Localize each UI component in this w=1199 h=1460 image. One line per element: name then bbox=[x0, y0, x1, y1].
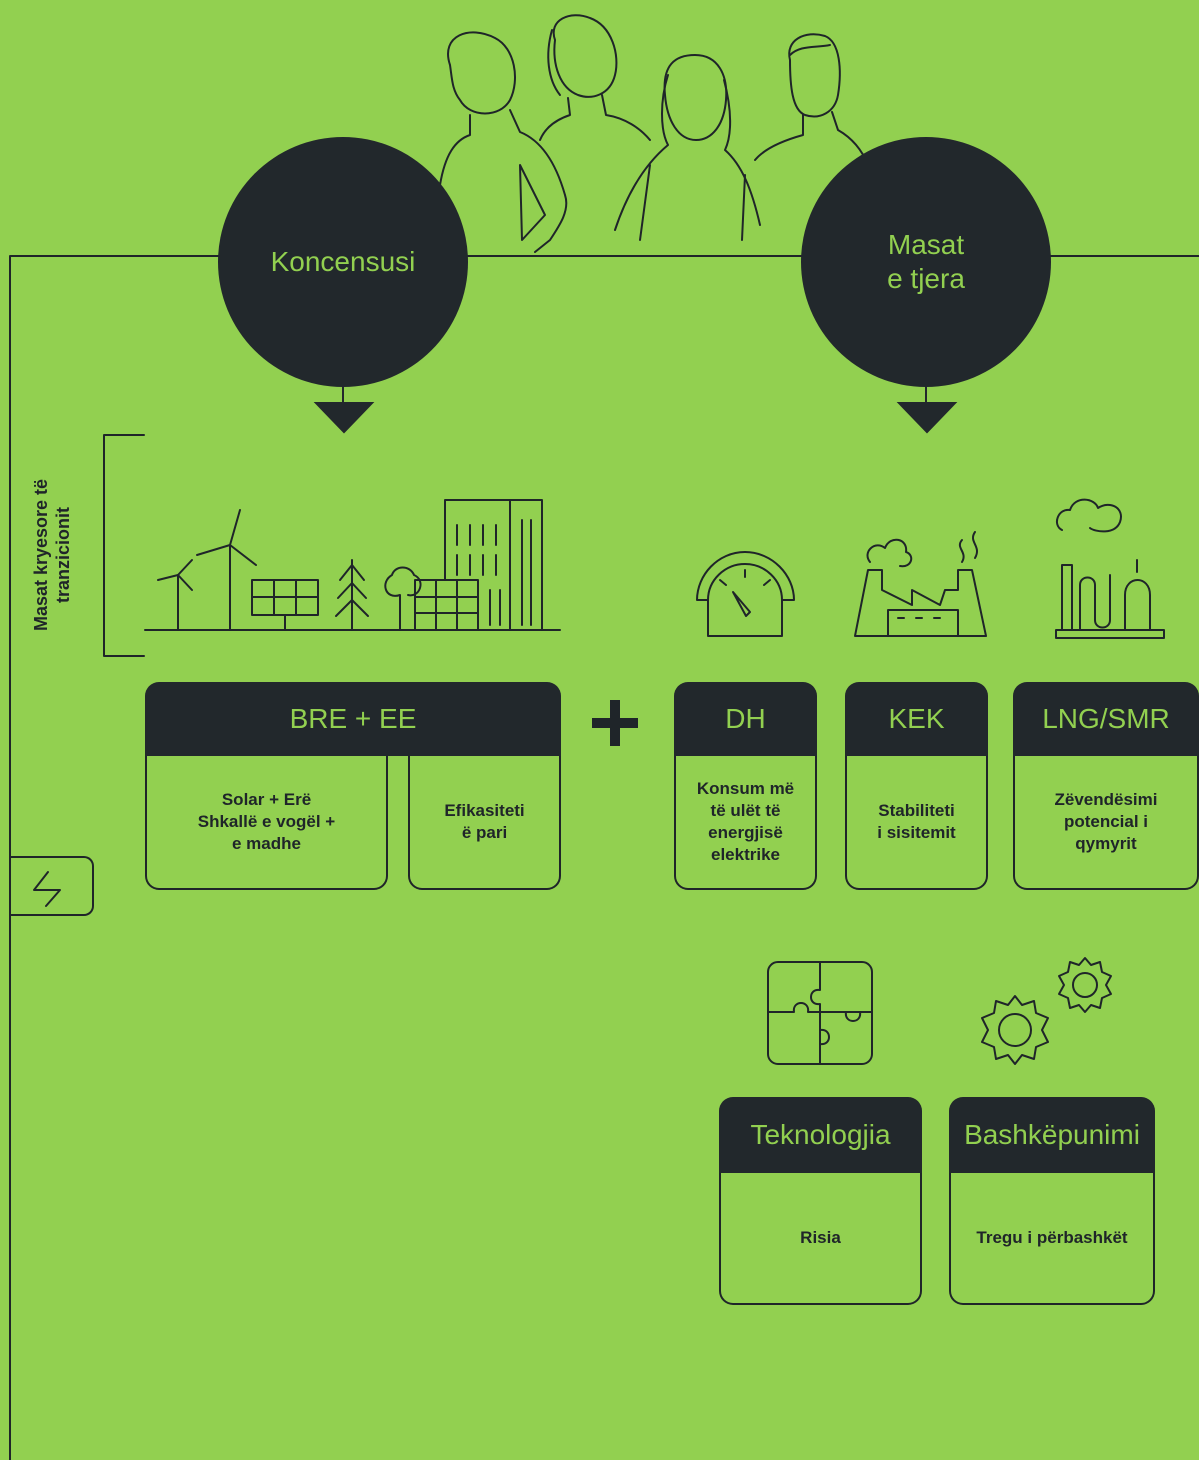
circle-masat-tjera bbox=[801, 137, 1051, 387]
card-bashkepunimi-title: Bashkëpunimi bbox=[949, 1097, 1155, 1173]
card-kek: KEK Stabiliteti i sisitemit bbox=[845, 682, 988, 890]
circle-left-label: Koncensusi bbox=[270, 246, 416, 277]
puzzle-icon bbox=[767, 961, 873, 1065]
bolt-icon bbox=[33, 871, 61, 907]
arrow-down-right-icon bbox=[896, 402, 958, 434]
circle-koncensusi bbox=[218, 137, 468, 387]
arrow-down-left-icon bbox=[313, 402, 375, 434]
card-dh: DH Konsum më të ulët të energjisë elektr… bbox=[674, 682, 817, 890]
card-teknologjia-title: Teknologjia bbox=[719, 1097, 922, 1173]
card-bre-ee: BRE + EE Solar + Erë Shkallë e vogël + e… bbox=[145, 682, 561, 890]
plant-icon bbox=[1055, 498, 1165, 639]
side-label: Masat kryesore të tranzicionit bbox=[31, 478, 73, 632]
card-kek-text: Stabiliteti i sisitemit bbox=[845, 756, 988, 890]
plus-icon bbox=[592, 700, 638, 746]
card-lng-smr-text: Zëvendësimi potencial i qymyrit bbox=[1013, 756, 1199, 890]
factory-icon bbox=[854, 531, 987, 637]
gauge-icon bbox=[696, 551, 795, 637]
card-teknologjia: Teknologjia Risia bbox=[719, 1097, 922, 1305]
card-bre-ee-left-text: Solar + Erë Shkallë e vogël + e madhe bbox=[145, 756, 388, 890]
bracket-icon bbox=[103, 434, 145, 657]
renewables-scene-icon bbox=[144, 499, 561, 631]
circle-right-label: Masat e tjera bbox=[887, 229, 965, 294]
card-kek-title: KEK bbox=[845, 682, 988, 756]
card-teknologjia-text: Risia bbox=[719, 1173, 922, 1305]
card-bre-ee-title: BRE + EE bbox=[145, 682, 561, 756]
card-lng-smr-title: LNG/SMR bbox=[1013, 682, 1199, 756]
card-bashkepunimi: Bashkëpunimi Tregu i përbashkët bbox=[949, 1097, 1155, 1305]
card-dh-text: Konsum më të ulët të energjisë elektrike bbox=[674, 756, 817, 890]
bolt-box bbox=[10, 856, 94, 916]
card-bre-ee-right-text: Efikasiteti ë pari bbox=[408, 756, 561, 890]
gears-icon bbox=[981, 957, 1112, 1065]
frame-line-left bbox=[9, 255, 223, 1460]
card-lng-smr: LNG/SMR Zëvendësimi potencial i qymyrit bbox=[1013, 682, 1199, 890]
card-bashkepunimi-text: Tregu i përbashkët bbox=[949, 1173, 1155, 1305]
people-illustration-icon bbox=[439, 14, 869, 253]
card-dh-title: DH bbox=[674, 682, 817, 756]
